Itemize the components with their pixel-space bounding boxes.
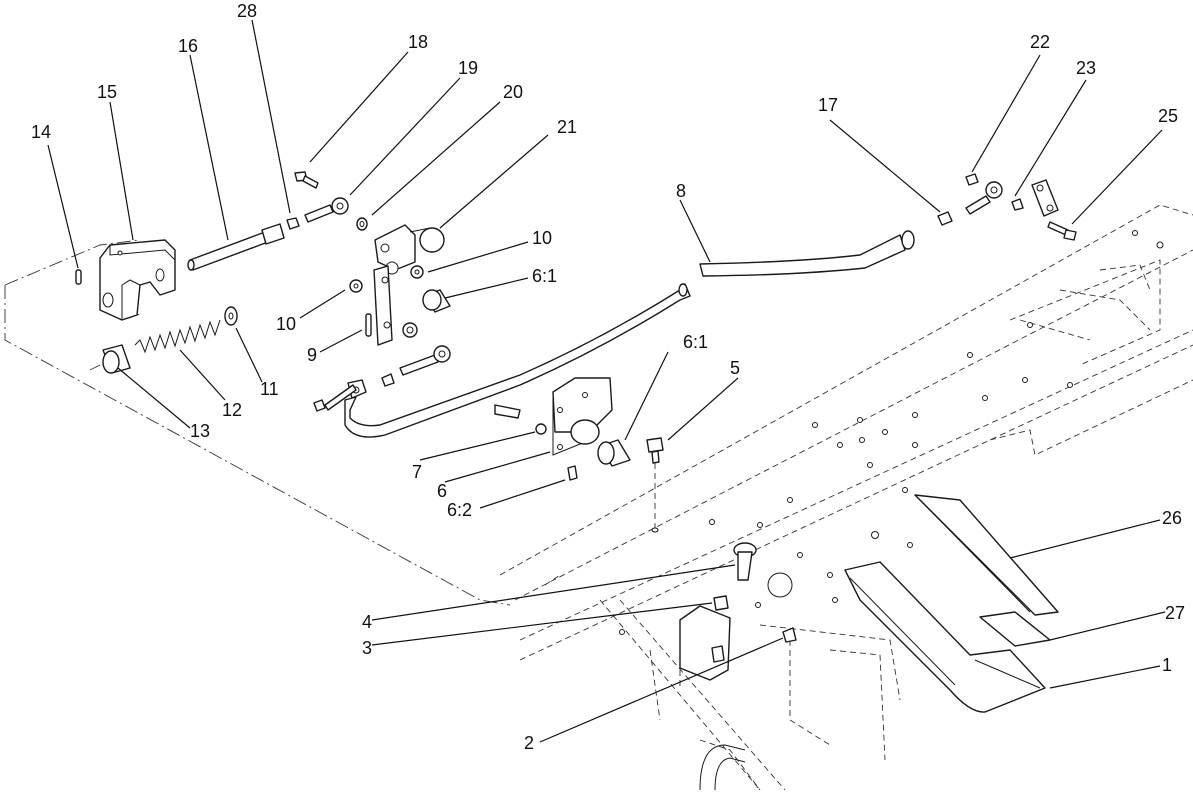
callout-25: 25 (1158, 106, 1178, 126)
callout-13: 13 (190, 421, 210, 441)
callout-6-2: 6:2 (447, 500, 472, 520)
part-21-pivot (374, 224, 445, 275)
part-2-fitting (782, 627, 797, 643)
part-5-bolt (646, 437, 664, 533)
callout-1: 1 (1162, 655, 1172, 675)
callout-14: 14 (31, 122, 51, 142)
part-4-bolt (733, 542, 757, 581)
callout-5: 5 (730, 358, 740, 378)
lever-arm (373, 265, 393, 346)
callout-20: 20 (503, 82, 523, 102)
callout-2: 2 (524, 733, 534, 753)
part-17-nut (937, 211, 953, 226)
part-27-pad (979, 611, 1051, 647)
callout-28: 28 (237, 1, 257, 21)
lever-washer (402, 322, 418, 338)
part-1-pedal (844, 561, 1046, 713)
part-right-plate (1031, 179, 1059, 217)
callout-21: 21 (557, 117, 577, 137)
frame-phantom-outline (4, 204, 1193, 791)
callout-17: 17 (818, 95, 838, 115)
part-6-1-bushing-lower (597, 439, 631, 467)
part-10-nut-upper (410, 265, 424, 279)
frame-holes (619, 230, 1164, 635)
lower-rod-end (399, 345, 451, 376)
callout-10: 10 (532, 228, 552, 248)
part-13-sleeve (102, 344, 131, 374)
callout-19: 19 (458, 58, 478, 78)
callout-7: 7 (412, 462, 422, 482)
callout-8: 8 (676, 181, 686, 201)
callout-22: 22 (1030, 32, 1050, 52)
callout-4: 4 (362, 612, 372, 632)
part-7-nut (535, 423, 547, 435)
lower-mount-bracket (679, 605, 731, 681)
part-23-nut (1011, 198, 1024, 211)
part-28-nut (286, 217, 300, 230)
part-26-plate (914, 494, 1059, 616)
part-18-bolt (294, 171, 319, 189)
callout-10-left: 10 (276, 314, 296, 334)
callout-labels: 28 18 16 19 15 20 14 21 10 6:1 10 9 11 1… (31, 1, 1185, 753)
callout-27: 27 (1165, 603, 1185, 623)
callout-6-1-lower: 6:1 (683, 332, 708, 352)
part-12-spring (134, 319, 221, 354)
part-19-rod-end (304, 197, 349, 223)
part-pivot-pin (494, 404, 521, 419)
callout-16: 16 (178, 36, 198, 56)
callout-26: 26 (1162, 508, 1182, 528)
part-6-mount-bracket (552, 377, 613, 456)
callout-3: 3 (362, 638, 372, 658)
part-3-nut (713, 595, 729, 611)
part-15-bracket (99, 239, 176, 321)
part-25-bolt (1047, 221, 1077, 241)
part-9-pin (365, 313, 372, 337)
lower-hose (699, 744, 746, 791)
callout-12: 12 (222, 400, 242, 420)
callout-6-1: 6:1 (532, 266, 557, 286)
callout-23: 23 (1076, 58, 1096, 78)
part-6-1-bushing-upper (422, 289, 451, 313)
callout-6: 6 (437, 481, 447, 501)
leader-lines (47, 19, 1166, 743)
callout-9: 9 (307, 345, 317, 365)
callout-18: 18 (408, 32, 428, 52)
part-14-pin (75, 269, 82, 285)
callout-15: 15 (97, 82, 117, 102)
part-6-2-fitting (567, 465, 578, 481)
part-22-rod-end (965, 173, 1003, 215)
part-10-nut-left (349, 279, 363, 293)
part-16-rod (187, 223, 285, 271)
part-20-washer (356, 217, 368, 231)
part-8-long-rod (344, 230, 915, 438)
callout-11: 11 (260, 379, 279, 399)
part-11-washer (224, 306, 238, 326)
link-rod (313, 373, 395, 412)
